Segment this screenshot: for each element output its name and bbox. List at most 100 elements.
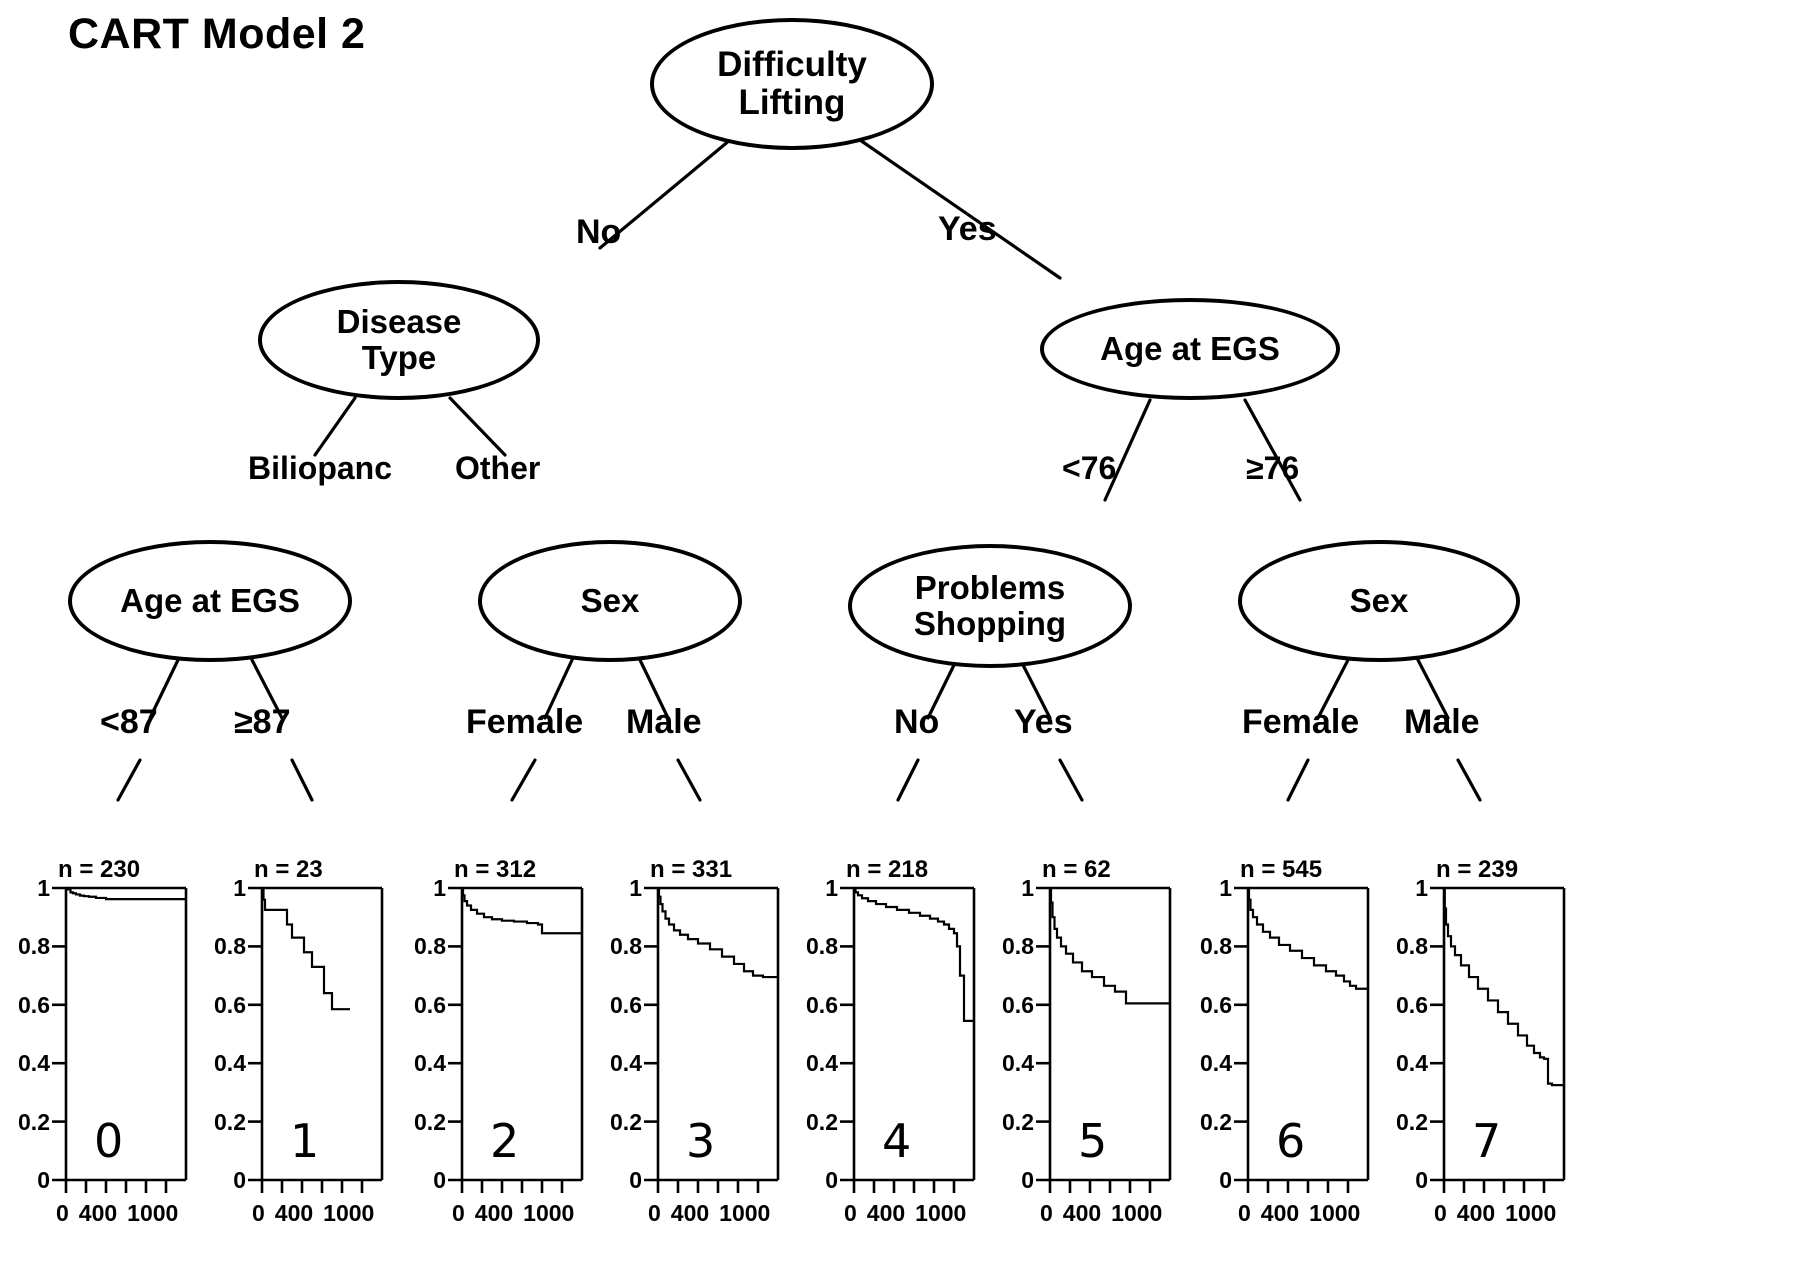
panel-id-6: 6 (1276, 1114, 1306, 1168)
xtick-label-7-2: 1000 (1505, 1200, 1557, 1226)
panel-id-4: 4 (882, 1114, 912, 1168)
edge-disease-other (448, 396, 507, 457)
xtick-label-4-1: 400 (866, 1200, 906, 1226)
page-title: CART Model 2 (68, 10, 366, 58)
ytick-label-5-4: 0.8 (1002, 933, 1034, 960)
survival-curve-5 (1049, 886, 1170, 1005)
ytick-label-4-3: 0.6 (806, 991, 838, 1018)
ytick-label-3-4: 0.8 (610, 933, 642, 960)
stub-3 (676, 758, 702, 802)
xtick-label-2-1: 400 (474, 1200, 514, 1226)
node-problems-shopping[interactable]: Problems Shopping (848, 544, 1132, 668)
xtick-label-1-1: 400 (274, 1200, 314, 1226)
ytick-label-0-3: 0.6 (18, 991, 50, 1018)
survival-plot-1 (248, 886, 384, 1193)
survival-curve-0 (66, 886, 186, 901)
edge-label-yes: Yes (938, 210, 997, 248)
xtick-label-0-2: 1000 (127, 1200, 179, 1226)
ytick-label-1-1: 0.2 (214, 1108, 246, 1135)
node-root-line2: Lifting (738, 83, 846, 122)
node-sex-age76[interactable]: Sex (1238, 540, 1520, 662)
ytick-label-2-5: 1 (433, 875, 446, 901)
ytick-label-6-3: 0.6 (1200, 991, 1232, 1018)
ytick-label-2-2: 0.4 (414, 1050, 446, 1077)
node-age-egs-line1: Age at EGS (1100, 330, 1280, 368)
node-disease-type[interactable]: Disease Type (258, 280, 540, 400)
survival-plot-0 (52, 886, 188, 1193)
ytick-label-6-2: 0.4 (1200, 1050, 1232, 1077)
ytick-label-3-2: 0.4 (610, 1050, 642, 1077)
ytick-label-5-3: 0.6 (1002, 991, 1034, 1018)
node-age-at-egs-biliopanc[interactable]: Age at EGS (68, 540, 352, 662)
panel-n-label-4: n = 218 (846, 856, 929, 883)
ytick-label-7-0: 0 (1415, 1167, 1428, 1193)
ytick-label-4-2: 0.4 (806, 1050, 838, 1077)
stub-6 (1286, 758, 1310, 802)
xtick-label-4-2: 1000 (915, 1200, 967, 1226)
xtick-label-4-0: 0 (844, 1200, 857, 1226)
ytick-label-7-2: 0.4 (1396, 1050, 1428, 1077)
edge-disease-biliopanc (313, 396, 357, 457)
panel-id-7: 7 (1472, 1114, 1502, 1168)
survival-curve-6 (1247, 886, 1368, 990)
node-root-line1: Difficulty (717, 45, 867, 85)
survival-curve-2 (461, 886, 582, 935)
ytick-label-7-4: 0.8 (1396, 933, 1428, 960)
node-sex1-label: Sex (580, 582, 640, 620)
ytick-label-3-1: 0.2 (610, 1108, 642, 1135)
xtick-label-0-1: 400 (78, 1200, 118, 1226)
ytick-label-5-1: 0.2 (1002, 1108, 1034, 1135)
ytick-label-1-4: 0.8 (214, 933, 246, 960)
survival-curve-1 (262, 886, 350, 1011)
stub-4 (896, 758, 920, 802)
survival-curve-4 (854, 886, 974, 1022)
xtick-label-6-2: 1000 (1309, 1200, 1361, 1226)
ytick-label-3-5: 1 (629, 875, 642, 901)
node-sex-other[interactable]: Sex (478, 540, 742, 662)
ytick-label-6-1: 0.2 (1200, 1108, 1232, 1135)
ytick-label-2-4: 0.8 (414, 933, 446, 960)
ytick-label-2-1: 0.2 (414, 1108, 446, 1135)
ytick-label-4-4: 0.8 (806, 933, 838, 960)
xtick-label-6-0: 0 (1238, 1200, 1251, 1226)
ytick-label-5-2: 0.4 (1002, 1050, 1034, 1077)
ytick-label-0-1: 0.2 (18, 1108, 50, 1135)
leaf-edge-label-ge87: ≥87 (234, 703, 291, 741)
edge-label-ge76: ≥76 (1246, 450, 1300, 486)
leaf-edge-label-male-1: Male (626, 703, 702, 741)
ytick-label-0-5: 1 (37, 875, 50, 901)
node-root-difficulty-lifting[interactable]: Difficulty Lifting (650, 18, 934, 150)
panel-id-2: 2 (490, 1114, 520, 1168)
ytick-label-6-0: 0 (1219, 1167, 1232, 1193)
node-age-at-egs-root[interactable]: Age at EGS (1040, 298, 1340, 400)
stub-1 (290, 758, 314, 802)
panel-n-label-0: n = 230 (58, 856, 141, 883)
ytick-label-1-2: 0.4 (214, 1050, 246, 1077)
panel-n-label-6: n = 545 (1240, 856, 1323, 883)
node-disease-line1: Disease (336, 303, 462, 341)
xtick-label-2-2: 1000 (523, 1200, 575, 1226)
survival-plot-4 (840, 886, 976, 1193)
stub-2 (510, 758, 537, 802)
survival-plot-6 (1234, 886, 1370, 1193)
xtick-labels-4: 0 400 1000 (844, 1200, 976, 1227)
xtick-label-3-0: 0 (648, 1200, 661, 1226)
ytick-label-0-4: 0.8 (18, 933, 50, 960)
ytick-label-4-1: 0.2 (806, 1108, 838, 1135)
ytick-label-3-0: 0 (629, 1167, 642, 1193)
panel-id-5: 5 (1078, 1114, 1108, 1168)
panel-n-label-5: n = 62 (1042, 856, 1111, 883)
ytick-label-6-5: 1 (1219, 875, 1232, 901)
ytick-label-2-3: 0.6 (414, 991, 446, 1018)
leaf-edge-label-lt87: <87 (100, 703, 158, 741)
panel-id-1: 1 (290, 1114, 320, 1168)
